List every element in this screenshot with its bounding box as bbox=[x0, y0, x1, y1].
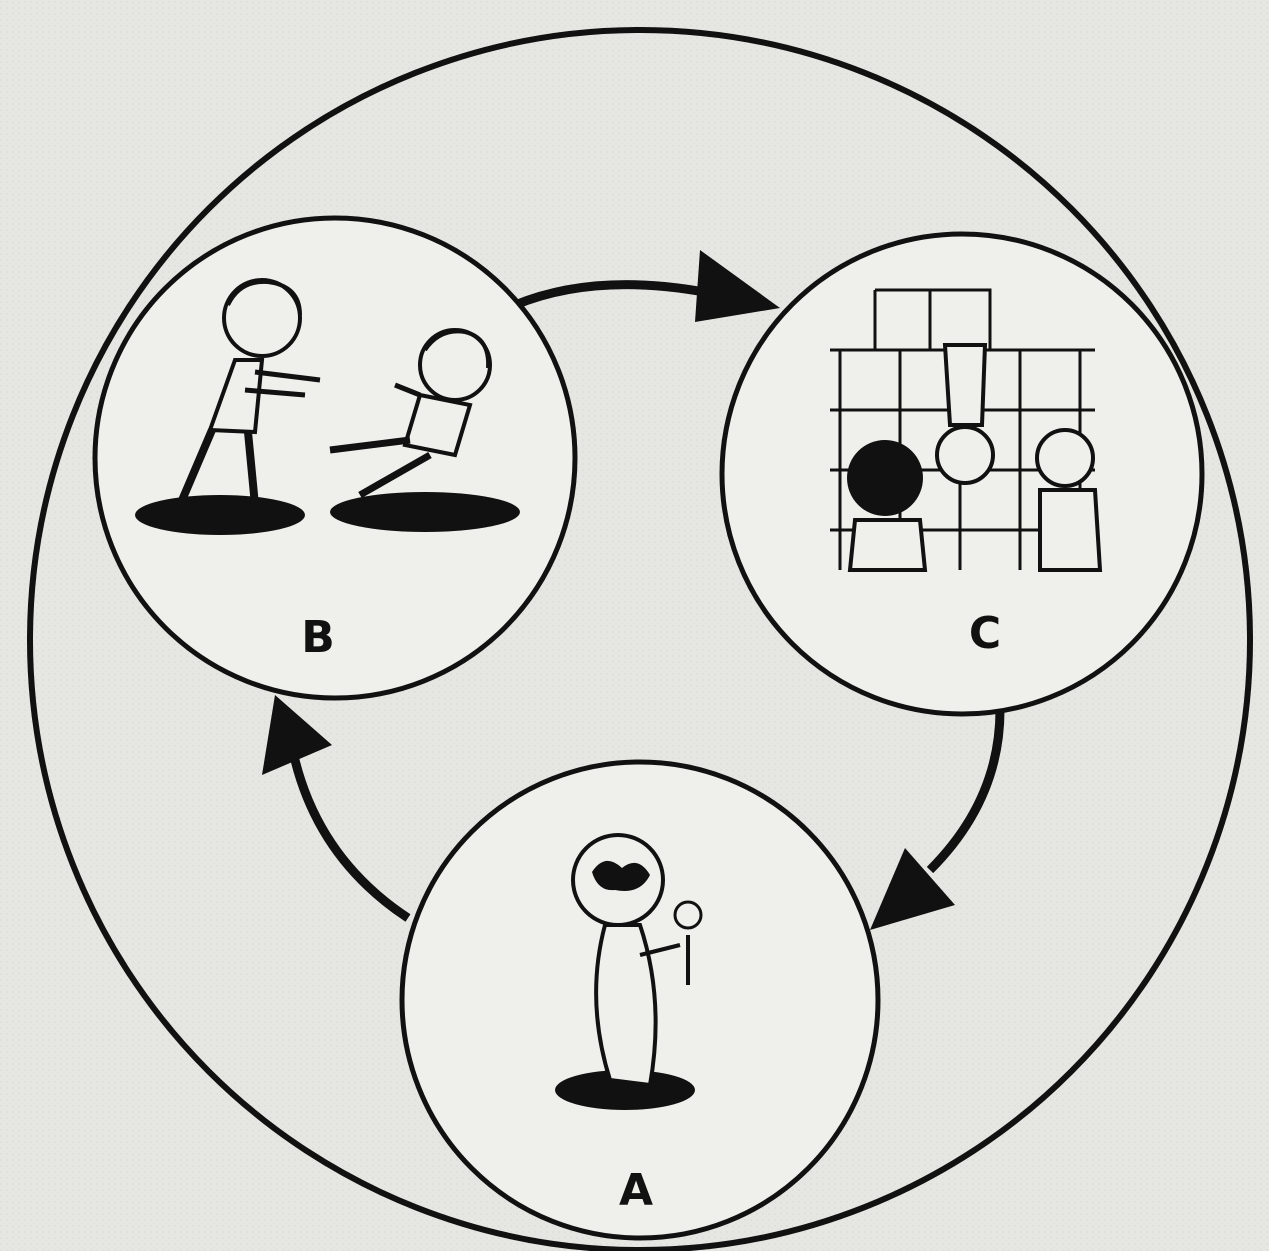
stage-b-label: B bbox=[301, 612, 335, 663]
scene-infant-with-rattle bbox=[555, 833, 703, 1110]
arrowhead-c-to-a bbox=[870, 848, 955, 930]
outer-circle bbox=[27, 27, 1253, 1251]
stage-b-circle bbox=[92, 215, 578, 701]
stage-b: B bbox=[92, 215, 578, 701]
cycle-arrows bbox=[262, 250, 1005, 930]
arrow-b-to-c bbox=[513, 280, 721, 310]
scene-children-pushing bbox=[135, 278, 520, 535]
scene-jungle-gym bbox=[830, 288, 1103, 572]
stage-c: C bbox=[719, 231, 1205, 717]
arrow-a-to-b bbox=[290, 758, 411, 922]
arrow-c-to-a bbox=[926, 709, 1005, 874]
arrowhead-b-to-c bbox=[695, 250, 780, 322]
stage-a-label: A bbox=[619, 1165, 653, 1216]
stage-c-label: C bbox=[969, 608, 1001, 659]
arrowhead-a-to-b bbox=[262, 695, 332, 775]
stage-a: A bbox=[399, 759, 881, 1241]
